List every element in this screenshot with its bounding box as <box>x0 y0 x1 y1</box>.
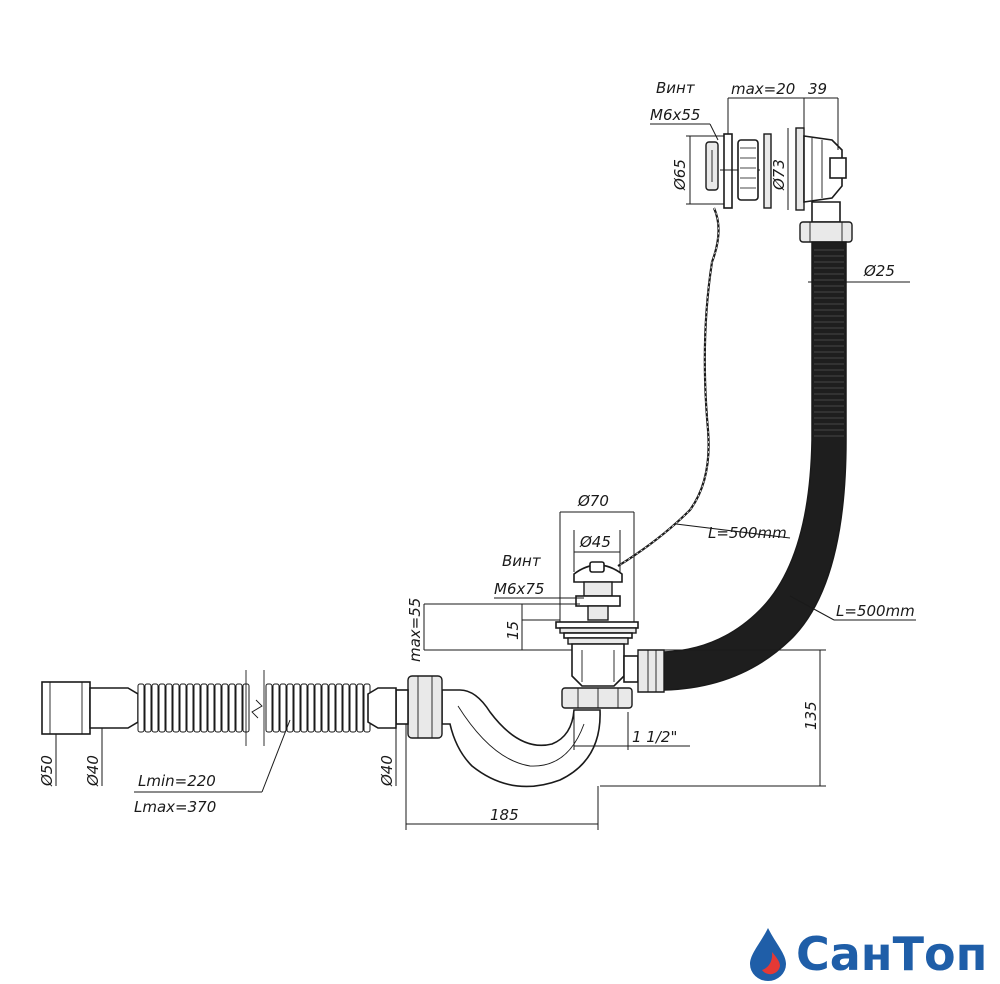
label-dia-40-left: Ø40 <box>84 755 102 787</box>
label-max-20: max=20 <box>731 80 795 98</box>
brand-name: СанТоп <box>796 927 988 981</box>
water-drop-icon <box>750 928 786 981</box>
drain-valve <box>555 561 665 709</box>
overflow-hose <box>663 241 847 691</box>
label-dia-45: Ø45 <box>579 533 611 551</box>
label-screw-bottom-size: M6x75 <box>494 580 544 598</box>
label-dia-40-right: Ø40 <box>378 755 396 787</box>
label-135: 135 <box>802 701 820 730</box>
label-max-55: max=55 <box>406 598 424 662</box>
label-screw-bottom: Винт <box>502 552 542 570</box>
flexible-pipe <box>41 670 397 746</box>
label-lmax: Lmax=370 <box>134 798 216 816</box>
label-thread: 1 1/2" <box>632 728 677 746</box>
label-dia-73: Ø73 <box>770 159 788 191</box>
label-dia-65: Ø65 <box>671 159 689 191</box>
label-dia-70: Ø70 <box>577 492 609 510</box>
label-cable-length: L=500mm <box>708 524 787 542</box>
label-screw-top-size: M6x55 <box>650 106 700 124</box>
dimension-labels: Винт M6x55 max=20 39 Ø65 Ø73 Ø25 Ø70 Ø45… <box>38 79 915 824</box>
label-hose-length: L=500mm <box>836 602 915 620</box>
dimension-lines <box>55 97 916 830</box>
siphon-trap <box>395 675 601 788</box>
label-15: 15 <box>504 621 522 640</box>
label-39: 39 <box>808 80 827 98</box>
label-dia-50: Ø50 <box>38 755 56 787</box>
label-dia-25: Ø25 <box>863 262 895 280</box>
label-screw-top: Винт <box>656 79 696 97</box>
brand-logo: СанТоп <box>748 924 987 984</box>
control-cable <box>617 207 720 567</box>
label-185: 185 <box>490 806 519 824</box>
label-lmin: Lmin=220 <box>138 772 216 790</box>
